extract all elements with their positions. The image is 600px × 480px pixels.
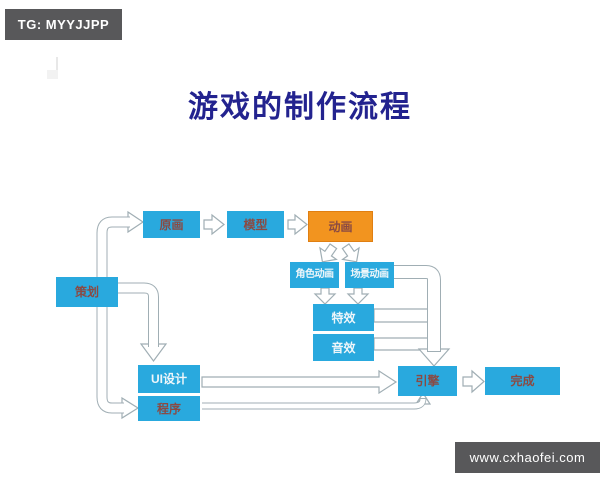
arrow-yuanhua-moxing-icon: [203, 213, 225, 236]
flow-node-moxing: 模型: [227, 211, 284, 238]
arrow-uisheji-yinqing-icon: [201, 369, 398, 395]
flow-node-juesedonghua: 角色动画: [290, 262, 339, 288]
flow-node-texiao: 特效: [313, 304, 374, 331]
website-watermark-badge: www.cxhaofei.com: [455, 442, 600, 473]
tg-watermark-badge: TG: MYYJJPP: [5, 9, 122, 40]
arrow-yinxiao-yinqing-icon: [373, 337, 431, 351]
flow-node-yinqing: 引擎: [398, 366, 457, 396]
flow-node-donghua: 动画: [308, 211, 373, 242]
arrow-texiao-yinqing-icon: [373, 308, 431, 323]
arrow-cehua-chengxu-icon: [96, 307, 140, 420]
flow-node-wancheng: 完成: [485, 367, 560, 395]
flow-node-yuanhua: 原画: [143, 211, 200, 238]
arrow-changjing-texiao-icon: [346, 287, 370, 305]
page-edge-smudge: [47, 70, 58, 79]
arrow-changjing-yinqing-icon: [394, 265, 451, 367]
flow-node-chengxu: 程序: [138, 396, 200, 421]
arrow-yinqing-wancheng-icon: [462, 369, 485, 394]
arrow-moxing-donghua-icon: [287, 213, 308, 236]
arrow-cehua-yuanhua-icon: [96, 210, 145, 277]
flow-node-changjingdonghua: 场景动画: [345, 262, 394, 288]
arrow-juese-texiao-icon: [313, 287, 337, 305]
flow-node-uisheji: UI设计: [138, 365, 200, 393]
arrow-chengxu-yinqing-icon: [202, 391, 432, 410]
flow-node-yinxiao: 音效: [313, 334, 374, 361]
arrow-cehua-uisheji-icon: [118, 282, 168, 363]
arrow-donghua-split-icon: [319, 243, 360, 263]
page-title: 游戏的制作流程: [188, 91, 412, 124]
page-edge-tick: [56, 57, 58, 78]
flow-node-cehua: 策划: [56, 277, 118, 307]
